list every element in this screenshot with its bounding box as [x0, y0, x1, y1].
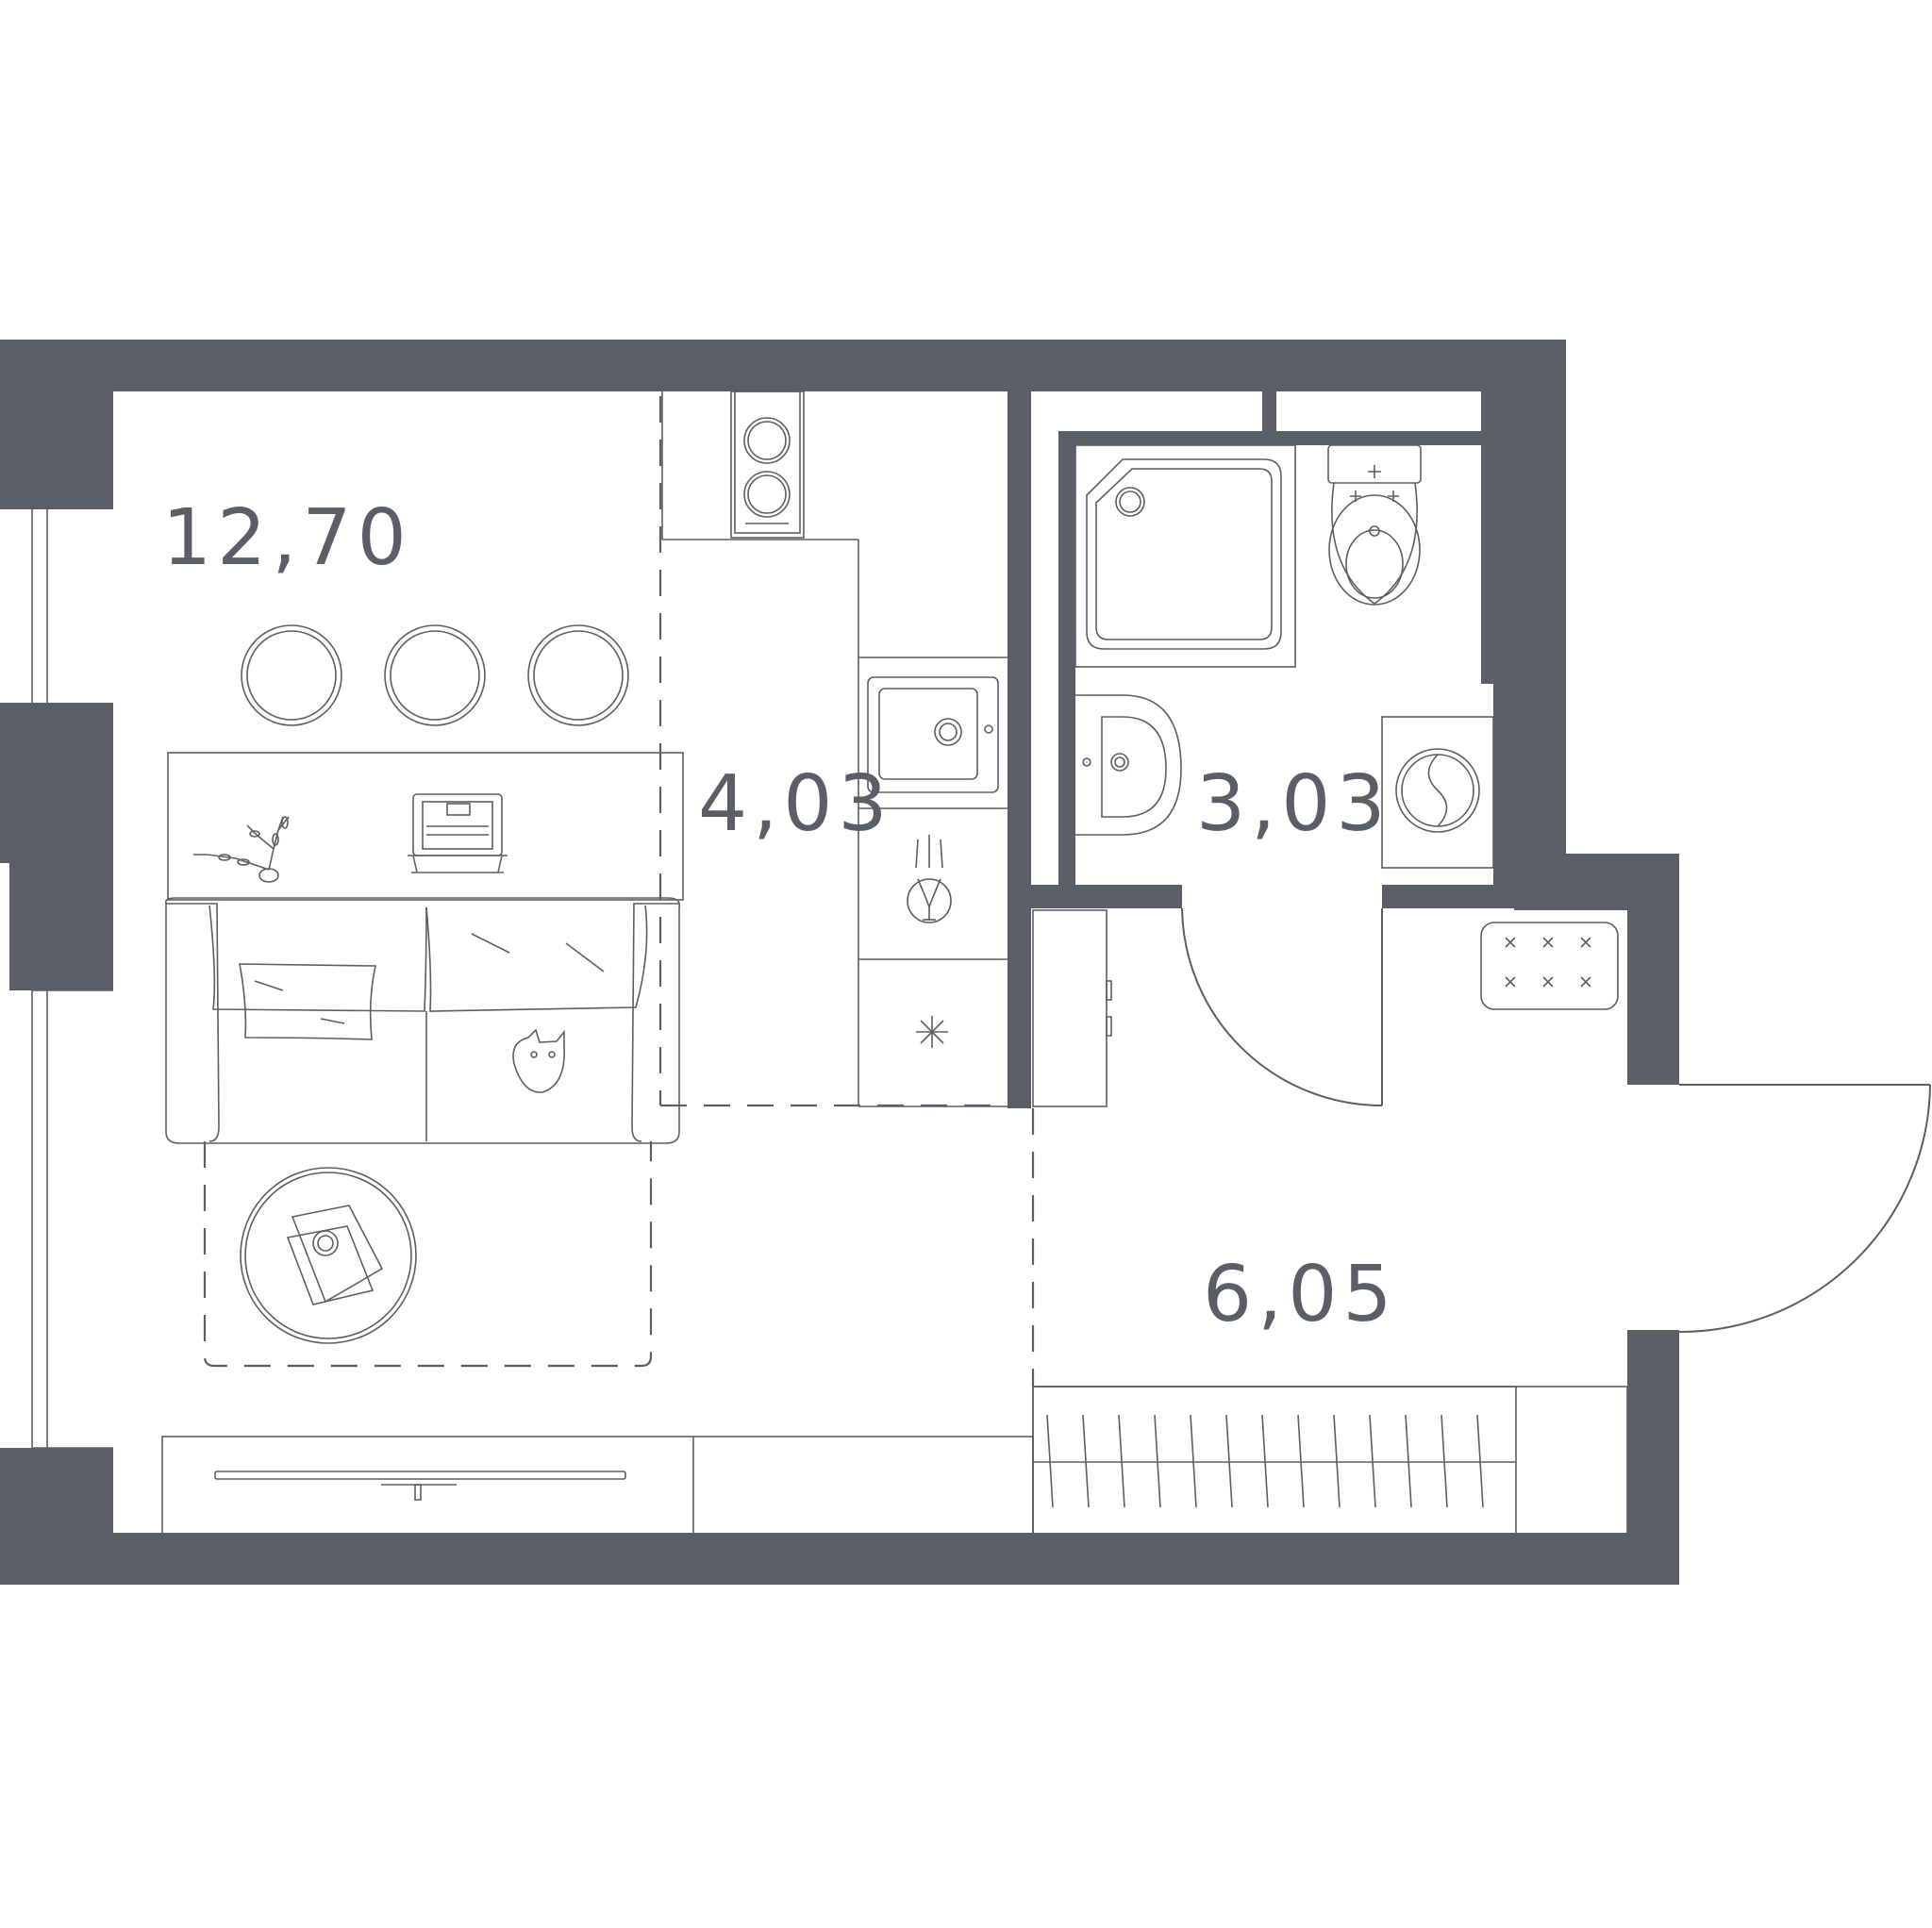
door-icon	[1181, 907, 1383, 1106]
bar-stool-icon	[241, 624, 342, 726]
laptop-icon	[408, 793, 508, 873]
washing-machine-icon	[1381, 716, 1494, 869]
bar-stool-icon	[527, 624, 629, 726]
hob-icon	[730, 391, 805, 539]
coffee-table-icon	[240, 1167, 417, 1344]
area-label-living-room: 12,70	[162, 493, 412, 583]
bathroom-entry	[1032, 909, 1112, 1107]
windows	[31, 340, 1188, 1585]
door-icon	[1678, 1084, 1931, 1334]
area-label-kitchen: 4,03	[698, 759, 893, 849]
sink-icon	[867, 676, 999, 793]
wardrobe-icon	[1032, 1386, 1628, 1537]
cat-icon	[512, 1028, 565, 1093]
tv-icon	[214, 1471, 626, 1501]
bar-stools	[241, 624, 629, 726]
walls	[0, 340, 1679, 1585]
rug-zone-boundary	[203, 1141, 653, 1368]
kitchen-counter	[661, 391, 1008, 1107]
area-label-bathroom: 3,03	[1196, 759, 1391, 849]
tv-unit	[161, 1436, 1034, 1537]
dishwasher-icon	[907, 835, 952, 923]
area-label-hallway: 6,05	[1203, 1250, 1398, 1339]
sofa-icon	[164, 897, 681, 1144]
plant-icon	[193, 816, 290, 883]
shower-icon	[1074, 444, 1296, 668]
hob-icon-hallway	[1480, 922, 1619, 1010]
toilet-icon	[1327, 444, 1422, 606]
fridge-icon	[916, 1016, 948, 1048]
washbasin-icon	[1075, 694, 1182, 836]
kitchen-zone-boundary	[658, 396, 1008, 1107]
bar-stool-icon	[384, 624, 486, 726]
bar-counter	[167, 752, 684, 901]
